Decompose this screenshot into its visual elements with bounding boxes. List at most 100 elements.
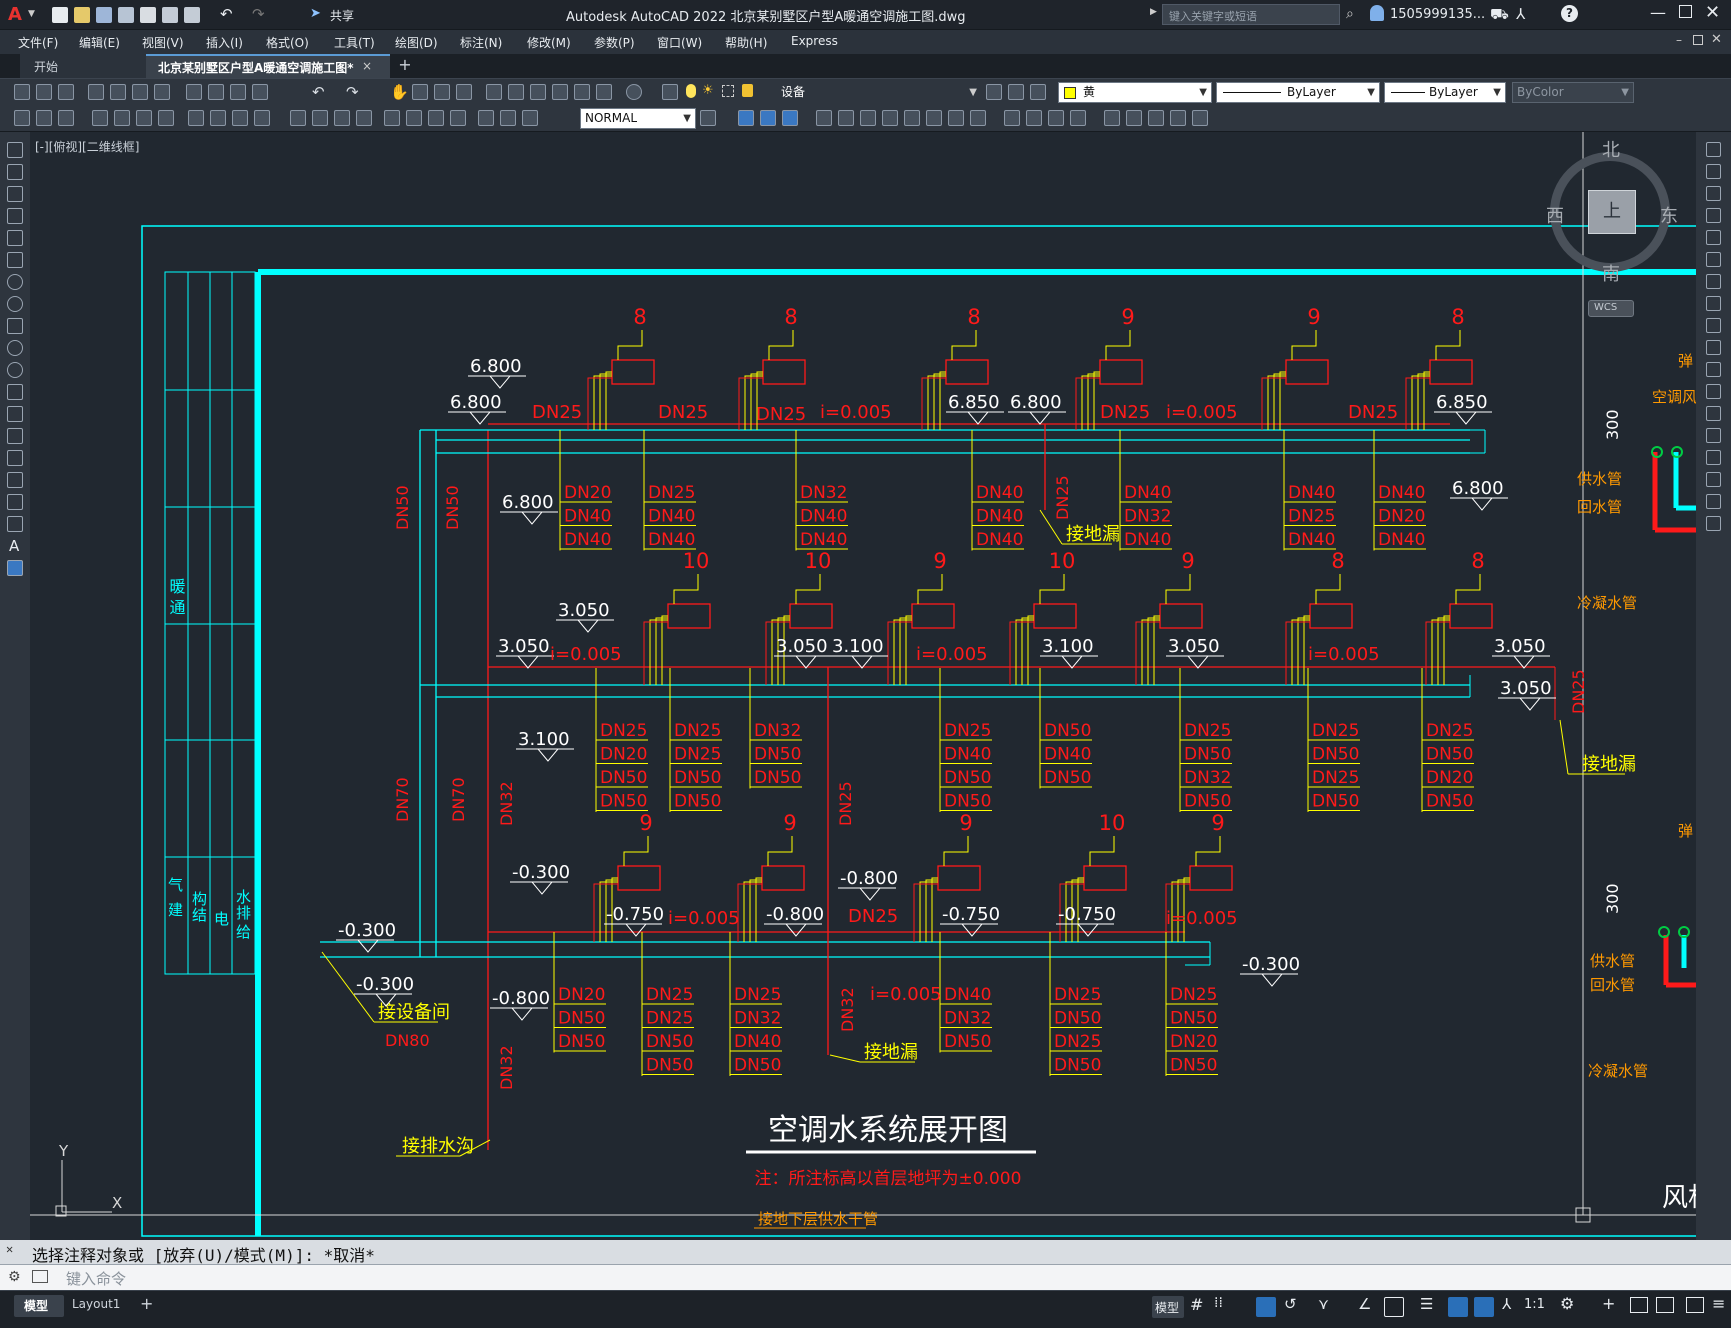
paste-icon[interactable] bbox=[208, 84, 224, 100]
layer-state-icon[interactable] bbox=[1030, 84, 1046, 100]
menu-express[interactable]: Express bbox=[791, 34, 838, 48]
move-icon[interactable] bbox=[838, 110, 854, 126]
close-window-button[interactable]: ✕ bbox=[1705, 2, 1721, 23]
close-cmd-icon[interactable]: ✕ bbox=[6, 1242, 14, 1256]
offset-icon[interactable] bbox=[782, 110, 798, 126]
add-layout-button[interactable]: + bbox=[140, 1294, 154, 1313]
customize-icon[interactable]: ⚙ bbox=[8, 1269, 21, 1285]
menu-dimension[interactable]: 标注(N) bbox=[460, 36, 503, 50]
extend-icon[interactable] bbox=[948, 110, 964, 126]
match-properties-icon[interactable] bbox=[230, 84, 246, 100]
array-modify-icon[interactable] bbox=[1706, 230, 1721, 245]
add-selected-icon[interactable] bbox=[7, 560, 23, 576]
send-back-icon[interactable] bbox=[1148, 110, 1164, 126]
table-icon[interactable] bbox=[7, 516, 23, 532]
jogged-linear-icon[interactable] bbox=[406, 110, 422, 126]
bring-front-icon[interactable] bbox=[1126, 110, 1142, 126]
new-file-icon[interactable] bbox=[52, 7, 68, 23]
polyline-icon[interactable] bbox=[7, 186, 23, 202]
zoom-previous-icon[interactable] bbox=[456, 84, 472, 100]
tolerance-icon[interactable] bbox=[334, 110, 350, 126]
dim-space-icon[interactable] bbox=[290, 110, 306, 126]
explode-icon[interactable] bbox=[1070, 110, 1086, 126]
search-input[interactable]: 键入关键字或短语 bbox=[1162, 4, 1340, 25]
markup-icon[interactable] bbox=[574, 84, 590, 100]
doc-minimize-button[interactable]: – bbox=[1676, 33, 1682, 47]
grid-icon[interactable]: # bbox=[1190, 1295, 1204, 1314]
viewcube-south[interactable]: 南 bbox=[1602, 264, 1620, 285]
command-input[interactable]: 键入命令 bbox=[66, 1270, 127, 1288]
arc-icon[interactable] bbox=[7, 252, 23, 268]
tab-start[interactable]: 开始 bbox=[20, 54, 146, 78]
undo-toolbar-icon[interactable]: ↶ bbox=[312, 83, 325, 101]
region-icon[interactable] bbox=[7, 494, 23, 510]
fillet-icon[interactable] bbox=[1048, 110, 1064, 126]
layer-properties-icon[interactable] bbox=[662, 84, 678, 100]
linetype-dropdown[interactable]: ByLayer▼ bbox=[1216, 82, 1380, 103]
clean-screen-icon[interactable] bbox=[1686, 1297, 1704, 1313]
viewcube-top-face[interactable]: 上 bbox=[1588, 190, 1636, 234]
sheet-set-icon[interactable] bbox=[552, 84, 568, 100]
dim-aligned-icon[interactable] bbox=[36, 110, 52, 126]
user-name[interactable]: 1505999135... bbox=[1390, 7, 1486, 22]
draw-order-icon[interactable] bbox=[1104, 110, 1120, 126]
scale-icon[interactable] bbox=[882, 110, 898, 126]
move-modify-icon[interactable] bbox=[1706, 252, 1721, 267]
polar-icon[interactable]: ↺ bbox=[1284, 1295, 1297, 1313]
save-as-icon[interactable] bbox=[118, 7, 134, 23]
help-toolbar-icon[interactable] bbox=[626, 84, 642, 100]
copy-object-icon[interactable] bbox=[738, 110, 754, 126]
maximize-button[interactable] bbox=[1679, 5, 1692, 18]
dim-continue-icon[interactable] bbox=[254, 110, 270, 126]
publish-icon[interactable] bbox=[140, 7, 156, 23]
chamfer-icon[interactable] bbox=[1026, 110, 1042, 126]
layer-dropdown[interactable]: 设备▼ bbox=[758, 82, 982, 103]
menu-view[interactable]: 视图(V) bbox=[142, 36, 184, 50]
search-expand-icon[interactable]: ▶ bbox=[1150, 7, 1157, 17]
share-icon[interactable]: ➤ bbox=[310, 6, 321, 21]
snap-icon[interactable]: ⁞⁞ bbox=[1214, 1295, 1223, 1311]
dim-diameter-icon[interactable] bbox=[158, 110, 174, 126]
dim-edit-icon[interactable] bbox=[428, 110, 444, 126]
osnap-icon[interactable] bbox=[1384, 1297, 1404, 1317]
offset-modify-icon[interactable] bbox=[1706, 208, 1721, 223]
layer-vp-icon[interactable] bbox=[722, 85, 734, 97]
viewcube-north[interactable]: 北 bbox=[1602, 140, 1620, 161]
ortho-icon[interactable] bbox=[1256, 1297, 1276, 1317]
mirror-modify-icon[interactable] bbox=[1706, 186, 1721, 201]
dim-baseline-icon[interactable] bbox=[232, 110, 248, 126]
cut-icon[interactable] bbox=[154, 84, 170, 100]
save-icon[interactable] bbox=[96, 7, 112, 23]
copy-icon[interactable] bbox=[186, 84, 202, 100]
viewcube-west[interactable]: 西 bbox=[1546, 206, 1564, 227]
viewcube-east[interactable]: 东 bbox=[1660, 206, 1678, 227]
undo-icon[interactable]: ↶ bbox=[220, 5, 233, 23]
dim-ordinate-icon[interactable] bbox=[92, 110, 108, 126]
minimize-button[interactable]: — bbox=[1650, 3, 1666, 22]
array-icon[interactable] bbox=[816, 110, 832, 126]
explode-modify-icon[interactable] bbox=[1706, 516, 1721, 531]
multiline-text-icon[interactable]: A bbox=[9, 537, 20, 555]
menu-modify[interactable]: 修改(M) bbox=[527, 36, 571, 50]
menu-edit[interactable]: 编辑(E) bbox=[79, 36, 120, 50]
menu-window[interactable]: 窗口(W) bbox=[657, 36, 703, 50]
auto-scale-icon[interactable] bbox=[1474, 1297, 1494, 1317]
menu-draw[interactable]: 绘图(D) bbox=[395, 36, 438, 50]
dim-linear-icon[interactable] bbox=[14, 110, 30, 126]
plot-toolbar-icon[interactable] bbox=[88, 84, 104, 100]
dimstyle-dropdown[interactable]: NORMAL▼ bbox=[580, 108, 696, 129]
menu-parametric[interactable]: 参数(P) bbox=[594, 36, 635, 50]
doc-close-button[interactable]: ✕ bbox=[1711, 32, 1722, 47]
lineweight-icon[interactable]: ☰ bbox=[1420, 1295, 1434, 1313]
annotation-visibility-icon[interactable] bbox=[1448, 1297, 1468, 1317]
menu-file[interactable]: 文件(F) bbox=[18, 36, 59, 50]
workspace-gear-icon[interactable]: ⚙ bbox=[1560, 1294, 1575, 1313]
join-icon[interactable] bbox=[1004, 110, 1020, 126]
zoom-realtime-icon[interactable] bbox=[412, 84, 428, 100]
units-icon[interactable] bbox=[1630, 1297, 1648, 1313]
dim-angular-icon[interactable] bbox=[188, 110, 204, 126]
plot-icon[interactable] bbox=[162, 7, 178, 23]
mirror-icon[interactable] bbox=[760, 110, 776, 126]
menu-help[interactable]: 帮助(H) bbox=[725, 36, 768, 50]
break-modify-icon[interactable] bbox=[1706, 406, 1721, 421]
